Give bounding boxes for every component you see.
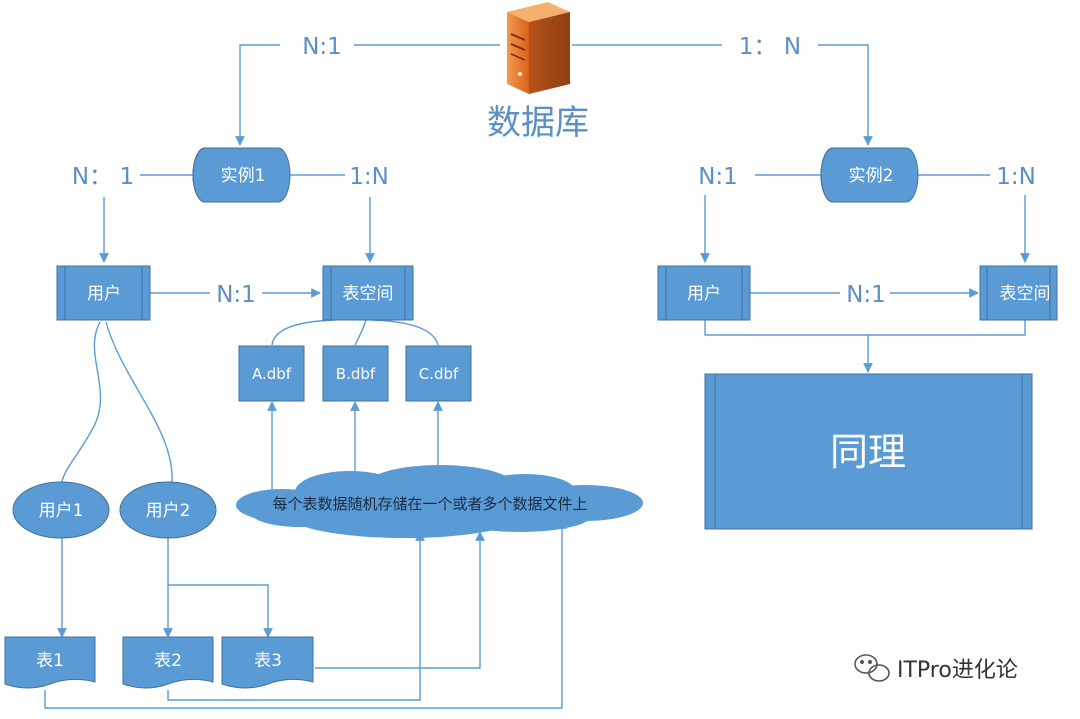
file-c-label: C.dbf [419,365,459,383]
edge-right-merge [704,320,1026,336]
watermark-text: ITPro进化论 [897,658,1018,683]
ratio-instance1-left: N： 1 [72,164,134,190]
cloud-text: 每个表数据随机存储在一个或者多个数据文件上 [272,495,587,513]
file-a-label: A.dbf [252,365,292,383]
user2-node[interactable]: 用户2 [119,481,217,539]
ratio-left-user-ts: N:1 [216,282,256,308]
edge-db-instance2 [572,44,873,146]
table2-label: 表2 [154,651,182,671]
table2-node[interactable]: 表2 [122,636,214,689]
user2-label: 用户2 [146,501,191,521]
left-user-node[interactable]: 用户 [56,265,151,321]
database-server: 数据库 [487,2,589,143]
left-tablespace-label: 表空间 [343,284,394,304]
right-user-label: 用户 [687,284,721,304]
left-user-label: 用户 [87,284,121,304]
instance2-node[interactable]: 实例2 [820,147,919,203]
edge-ts-c [371,319,439,346]
ratio-instance2-right: 1:N [996,164,1036,190]
database-label: 数据库 [487,103,589,143]
same-label: 同理 [830,430,906,474]
file-b-label: B.dbf [336,365,376,383]
ratio-right-user-ts: N:1 [846,282,886,308]
ratio-instance1-right: 1:N [349,164,389,190]
user1-node[interactable]: 用户1 [12,481,110,539]
right-user-node[interactable]: 用户 [657,265,751,321]
ratio-instance2-left: N:1 [698,164,738,190]
instance2-label: 实例2 [849,166,894,186]
ratio-top-left: N:1 [302,34,342,60]
edge-db-instance1 [235,44,500,146]
table1-label: 表1 [36,651,64,671]
table1-node[interactable]: 表1 [4,636,96,689]
edge-ts-b [354,319,367,346]
right-tablespace-label: 表空间 [1000,284,1051,304]
edge-user2-table3 [168,584,273,638]
edge-user-user1 [61,321,102,483]
right-tablespace-node[interactable]: 表空间 [979,265,1058,321]
edge-table1-cloud [44,519,567,709]
instance1-node[interactable]: 实例1 [192,147,291,203]
file-a-node[interactable]: A.dbf [238,345,305,402]
connector-lines [44,44,1030,709]
left-tablespace-node[interactable]: 表空间 [322,265,414,321]
instance1-label: 实例1 [221,166,266,186]
ratio-top-right: 1： N [739,34,801,60]
label-bg-top-right [722,30,818,60]
edge-table2-cloud [167,531,425,701]
file-c-node[interactable]: C.dbf [405,345,472,402]
user1-label: 用户1 [39,501,84,521]
server-icon [507,2,570,94]
edge-user-user2 [105,321,173,483]
file-b-node[interactable]: B.dbf [322,345,389,402]
table3-node[interactable]: 表3 [221,636,314,689]
label-bg-top-left [280,30,354,60]
wechat-icon [854,654,890,682]
watermark: ITPro进化论 [854,654,1018,683]
same-node[interactable]: 同理 [704,373,1033,530]
storage-cloud: 每个表数据随机存储在一个或者多个数据文件上 [236,465,643,538]
edge-ts-a [271,319,336,346]
ratio-labels: N:1 1： N N： 1 1:N N:1 1:N N:1 N:1 [72,30,1036,308]
edge-table3-cloud [315,531,485,669]
table3-label: 表3 [254,651,282,671]
